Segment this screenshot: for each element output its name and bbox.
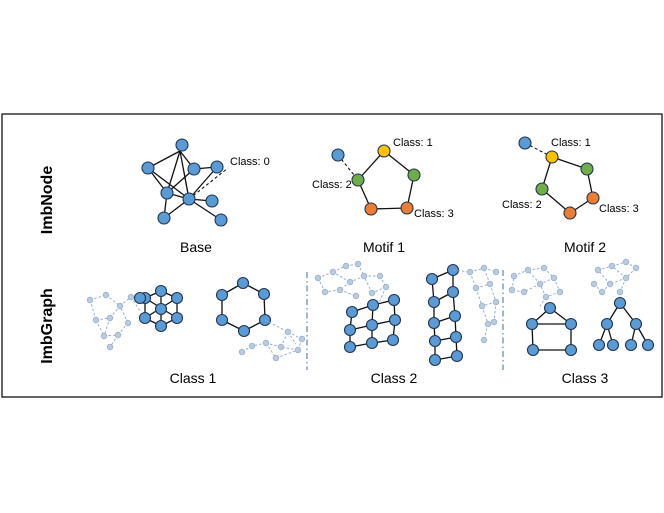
row-label-imbnode: ImbNode xyxy=(39,166,56,235)
graph-node xyxy=(535,182,549,196)
graph-node xyxy=(407,168,421,182)
graph-node xyxy=(400,201,414,215)
graph-node xyxy=(175,138,189,152)
graph-node xyxy=(563,206,577,220)
class1-graphs: Class 1 xyxy=(86,276,306,386)
graph-node xyxy=(141,161,155,175)
class3-house xyxy=(525,301,578,357)
graph-node xyxy=(351,173,365,187)
graph-node xyxy=(160,186,174,200)
graph-node xyxy=(205,194,219,208)
class3-graphs: Class 3 xyxy=(508,258,655,386)
graph-node xyxy=(518,136,532,150)
motif2-caption: Motif 2 xyxy=(564,239,606,255)
class1-caption: Class 1 xyxy=(170,370,217,386)
motif1-label-right: Class: 3 xyxy=(414,208,454,220)
motif2-graph: Class: 1 Class: 2 Class: 3 Motif 2 xyxy=(502,136,639,255)
class2-faint-top xyxy=(314,260,390,306)
class1-hexagon xyxy=(215,276,272,338)
class1-faint-right xyxy=(238,319,306,362)
base-graph: Class: 0 Base xyxy=(141,138,270,255)
class2-ladder-right xyxy=(425,263,464,367)
graph-node xyxy=(157,211,171,225)
base-edges xyxy=(147,140,229,221)
graph-node xyxy=(331,148,345,162)
motif1-graph: Class: 1 Class: 2 Class: 3 Motif 1 xyxy=(312,137,454,255)
figure-frame xyxy=(1,113,663,398)
motif2-label-top: Class: 1 xyxy=(551,137,591,149)
graph-node xyxy=(214,213,228,227)
class3-caption: Class 3 xyxy=(562,370,609,386)
graph-node xyxy=(182,192,196,206)
class3-faint-right xyxy=(590,258,640,303)
motif1-label-left: Class: 2 xyxy=(312,179,352,191)
class2-graphs: Class 2 xyxy=(314,260,500,386)
class3-tree xyxy=(592,296,655,352)
row-label-imbgraph: ImbGraph xyxy=(39,288,56,364)
graph-node xyxy=(545,150,559,164)
graph-node xyxy=(210,160,224,174)
graph-node xyxy=(364,202,378,216)
motif2-label-left: Class: 2 xyxy=(502,199,542,211)
graph-node xyxy=(187,162,201,176)
class3-faint-left xyxy=(508,264,564,307)
base-caption: Base xyxy=(180,239,212,255)
graph-node xyxy=(586,191,600,205)
motif2-label-right: Class: 3 xyxy=(599,203,639,215)
class1-wheel xyxy=(133,284,184,333)
class2-ladder-left xyxy=(343,293,402,354)
base-nodes xyxy=(141,138,228,227)
base-class-label: Class: 0 xyxy=(230,156,270,168)
motif1-label-top: Class: 1 xyxy=(393,137,433,149)
graph-node xyxy=(377,144,391,158)
class2-faint-right xyxy=(452,264,500,344)
motif1-caption: Motif 1 xyxy=(363,239,405,255)
graph-node xyxy=(580,162,594,176)
class1-faint-left xyxy=(86,291,141,351)
class2-caption: Class 2 xyxy=(371,370,418,386)
